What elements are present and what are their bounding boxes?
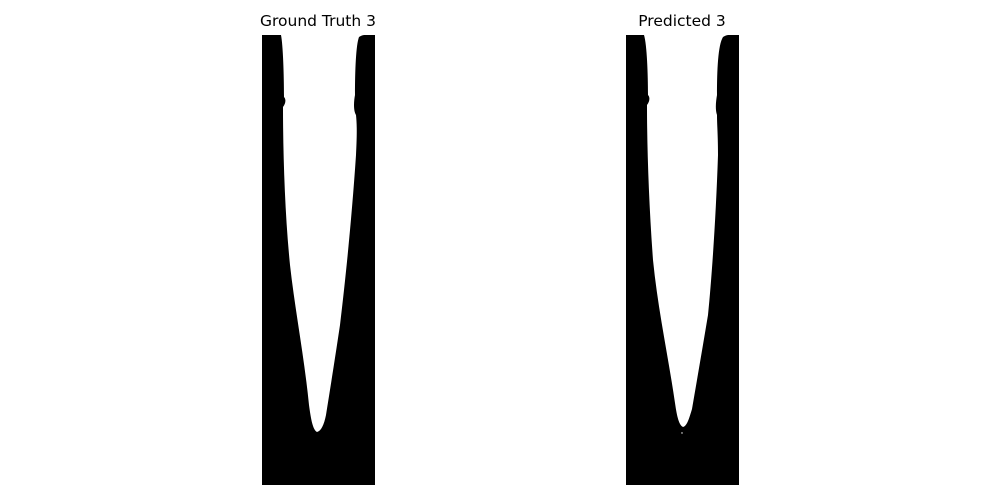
ground-truth-title: Ground Truth 3	[259, 12, 376, 30]
predicted-mask-image	[626, 35, 739, 485]
ground-truth-panel: Ground Truth 3	[218, 0, 418, 500]
ground-truth-mask-image	[262, 35, 375, 485]
predicted-title: Predicted 3	[638, 12, 726, 30]
predicted-panel: Predicted 3	[582, 0, 782, 500]
